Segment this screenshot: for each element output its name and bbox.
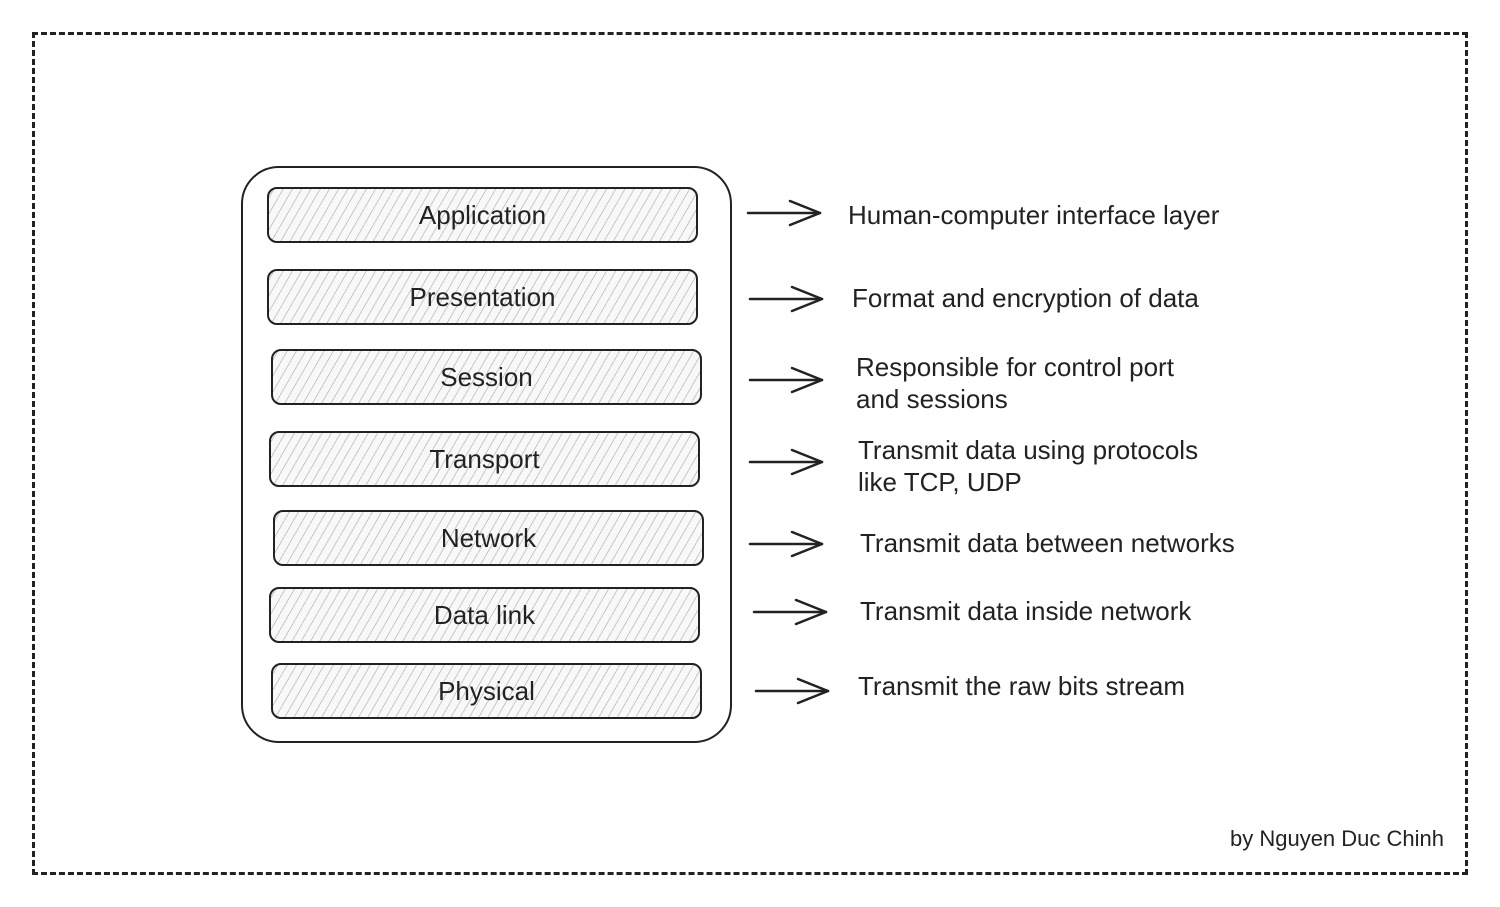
layer-label-session: Session <box>440 361 533 392</box>
layer-label-network: Network <box>440 522 537 553</box>
description-presentation: Format and encryption of data <box>852 282 1199 314</box>
description-line: Transmit data between networks <box>860 528 1235 558</box>
description-line: Transmit the raw bits stream <box>858 671 1186 701</box>
description-line: like TCP, UDP <box>858 467 1022 497</box>
layer-stack-container <box>241 166 732 743</box>
description-line: Transmit data inside network <box>860 596 1192 626</box>
description-application: Human-computer interface layer <box>848 199 1219 231</box>
layer-label-data-link: Data link <box>433 599 536 630</box>
layer-box-session: Session <box>271 349 702 405</box>
layer-box-physical: Physical <box>271 663 702 719</box>
layer-box-transport: Transport <box>269 431 700 487</box>
dashed-border-frame <box>32 32 1468 875</box>
description-network: Transmit data between networks <box>860 527 1235 559</box>
layer-label-presentation: Presentation <box>409 281 556 312</box>
layer-label-transport: Transport <box>429 443 540 474</box>
layer-label-application: Application <box>418 199 547 230</box>
description-line: Human-computer interface layer <box>848 200 1220 230</box>
description-data-link: Transmit data inside network <box>860 595 1191 627</box>
layer-box-data-link: Data link <box>269 587 700 643</box>
layer-box-presentation: Presentation <box>267 269 698 325</box>
description-line: Format and encryption of data <box>852 283 1199 313</box>
author-credit: by Nguyen Duc Chinh <box>1229 826 1444 851</box>
description-physical: Transmit the raw bits stream <box>858 670 1185 702</box>
layer-box-network: Network <box>273 510 704 566</box>
description-line: and sessions <box>856 384 1008 414</box>
layer-label-physical: Physical <box>438 675 535 706</box>
layer-box-application: Application <box>267 187 698 243</box>
description-line: Responsible for control port <box>856 352 1174 382</box>
description-line: Transmit data using protocols <box>858 435 1199 465</box>
